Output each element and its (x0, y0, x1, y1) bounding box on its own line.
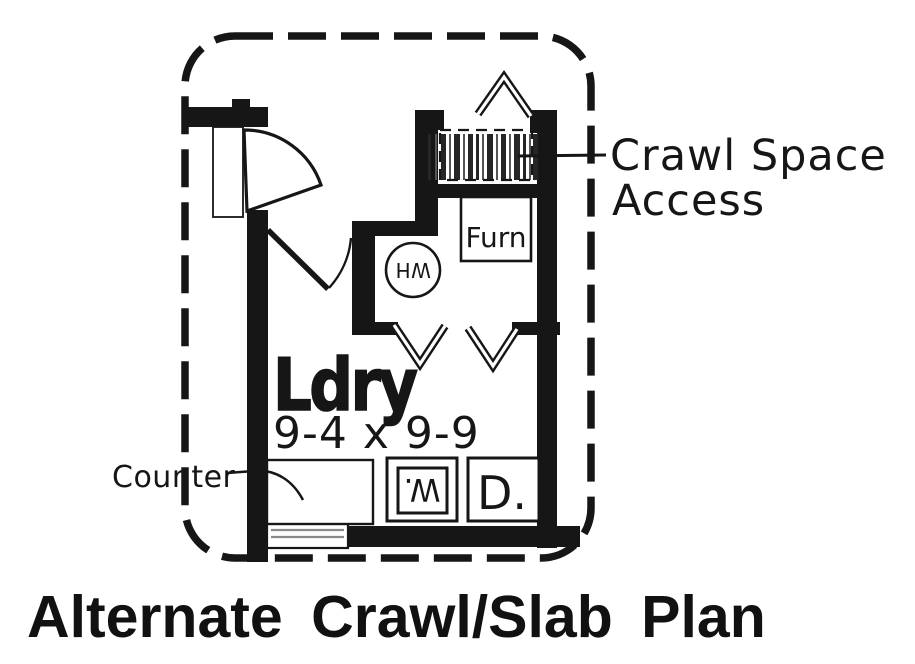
furnace-box (459, 195, 533, 263)
wall-top-left (184, 107, 268, 127)
wall-hatch-bottom (415, 184, 538, 198)
dryer: D. (466, 456, 541, 523)
room-dimensions: 9-4 x 9-9 (273, 408, 480, 459)
door-arc-lower (328, 237, 353, 289)
room-name: Ldry (273, 343, 418, 427)
wall-hatch-top-left (415, 110, 444, 130)
wall-closet-stub-right (512, 322, 560, 335)
wall-closet-stub-left (352, 322, 398, 335)
wall-top-left-notch (232, 99, 250, 108)
plan-title: Alternate Crawl/Slab Plan (27, 584, 766, 650)
dryer-box (466, 456, 541, 523)
washer: W. (385, 456, 459, 523)
crawl-space-callout: Crawl Space Access (517, 131, 887, 226)
counter-label: Counter (112, 460, 236, 495)
wall-closet-left (352, 221, 375, 335)
crawl-space-label-line2: Access (612, 176, 765, 226)
crawl-space-label-line1: Crawl Space (610, 131, 887, 181)
bifold-door-left-icon (390, 322, 449, 372)
dryer-label: D. (477, 466, 527, 520)
wall-left (247, 210, 268, 562)
counter-leader-line (226, 469, 305, 501)
door-swing-upper (242, 128, 324, 214)
counter: Counter (112, 458, 375, 526)
foundation-outline (181, 32, 595, 562)
doors (212, 126, 353, 291)
washer-inner-box (396, 466, 449, 515)
dashed-foundation-border (181, 32, 595, 562)
bifold-door-right-icon (464, 325, 521, 374)
crawl-space-leader-line (517, 153, 607, 158)
room-annotation: Ldry 9-4 x 9-9 (272, 342, 480, 459)
door-leaf-lower (266, 228, 330, 291)
counter-outline (265, 458, 375, 526)
washer-label: W. (404, 471, 441, 507)
bifold-doors (390, 322, 521, 374)
door-opening-frame (212, 126, 244, 218)
water-heater: WH (384, 241, 442, 299)
furnace: Furn (459, 195, 533, 263)
water-heater-label: WH (395, 258, 431, 282)
furnace-label: Furn (465, 221, 526, 254)
walls (184, 99, 580, 562)
water-heater-circle (384, 241, 442, 299)
crawl-space-hatch (428, 70, 538, 182)
access-direction-chevron-icon (474, 70, 535, 119)
wall-hatch-left (415, 110, 438, 235)
